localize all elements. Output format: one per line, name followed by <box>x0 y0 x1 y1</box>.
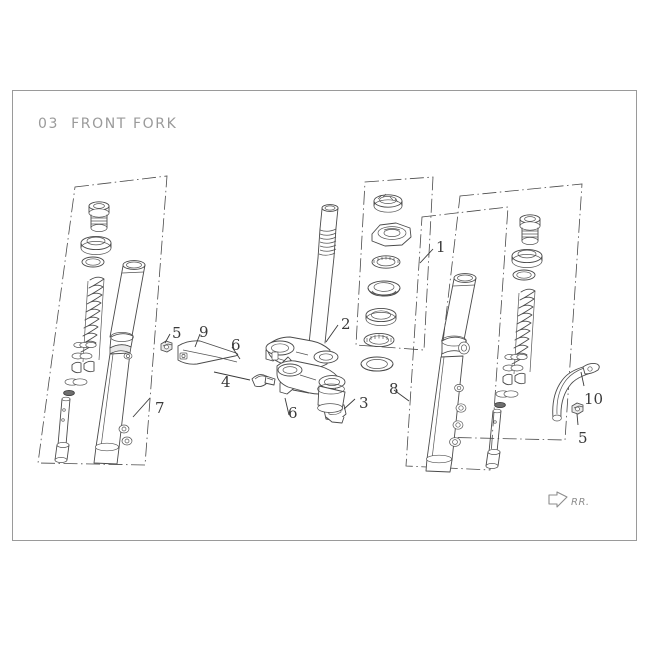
callout-number-8: 8 <box>389 380 399 398</box>
callout-number-1: 1 <box>436 238 446 256</box>
diagram-frame-border <box>12 90 637 541</box>
callout-number-10: 10 <box>584 390 604 408</box>
callout-number-3: 3 <box>359 394 369 412</box>
callout-number-5-left: 5 <box>172 324 182 342</box>
callout-number-5-right: 5 <box>578 429 588 447</box>
callout-number-6-upper: 6 <box>231 336 241 354</box>
callout-number-2: 2 <box>341 315 351 333</box>
callout-number-7: 7 <box>155 399 165 417</box>
callout-number-4: 4 <box>221 373 231 391</box>
callout-number-9: 9 <box>199 323 209 341</box>
page-title: 03 FRONT FORK <box>38 116 178 132</box>
rear-direction-label: RR. <box>571 497 590 508</box>
callout-number-6-lower: 6 <box>288 404 298 422</box>
